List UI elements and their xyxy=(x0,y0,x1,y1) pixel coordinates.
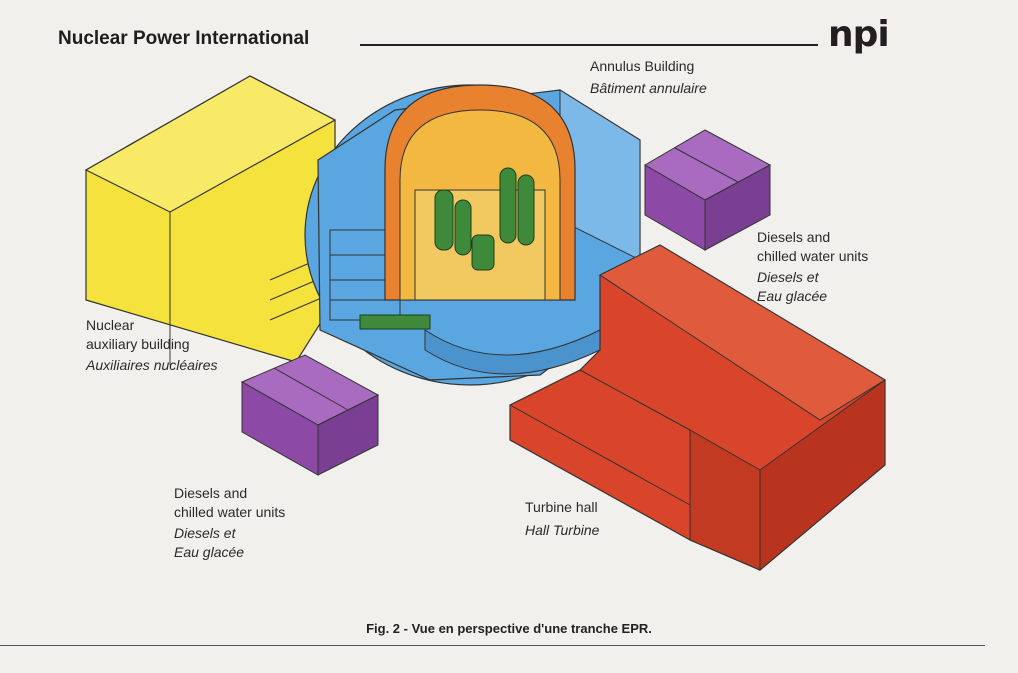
nuclear-aux-label-en-2: auxiliary building xyxy=(86,335,218,354)
turbine-hall-label-fr: Hall Turbine xyxy=(525,521,599,540)
diesels-right-label: Diesels and chilled water units Diesels … xyxy=(757,228,868,306)
diesels-building-right xyxy=(645,130,770,250)
turbine-hall-label-en: Turbine hall xyxy=(525,498,599,517)
annulus-label-en: Annulus Building xyxy=(590,57,707,76)
diesels-left-label-fr-2: Eau glacée xyxy=(174,543,285,562)
nuclear-aux-label-en-1: Nuclear xyxy=(86,316,218,335)
turbine-hall-label: Turbine hall Hall Turbine xyxy=(525,498,599,540)
annulus-label-fr: Bâtiment annulaire xyxy=(590,79,707,98)
diesels-right-label-fr-2: Eau glacée xyxy=(757,287,868,306)
diesels-left-label-fr-1: Diesels et xyxy=(174,524,285,543)
diesels-building-left xyxy=(242,355,378,475)
figure-caption: Fig. 2 - Vue en perspective d'une tranch… xyxy=(0,621,1018,636)
nuclear-aux-label: Nuclear auxiliary building Auxiliaires n… xyxy=(86,316,218,375)
diesels-left-label: Diesels and chilled water units Diesels … xyxy=(174,484,285,562)
diesels-right-label-en-1: Diesels and xyxy=(757,228,868,247)
bottom-rule xyxy=(0,645,985,646)
diesels-left-label-en-1: Diesels and xyxy=(174,484,285,503)
diesels-right-label-fr-1: Diesels et xyxy=(757,268,868,287)
diesels-left-label-en-2: chilled water units xyxy=(174,503,285,522)
annulus-label: Annulus Building Bâtiment annulaire xyxy=(590,57,707,98)
nuclear-aux-label-fr: Auxiliaires nucléaires xyxy=(86,356,218,375)
diesels-right-label-en-2: chilled water units xyxy=(757,247,868,266)
